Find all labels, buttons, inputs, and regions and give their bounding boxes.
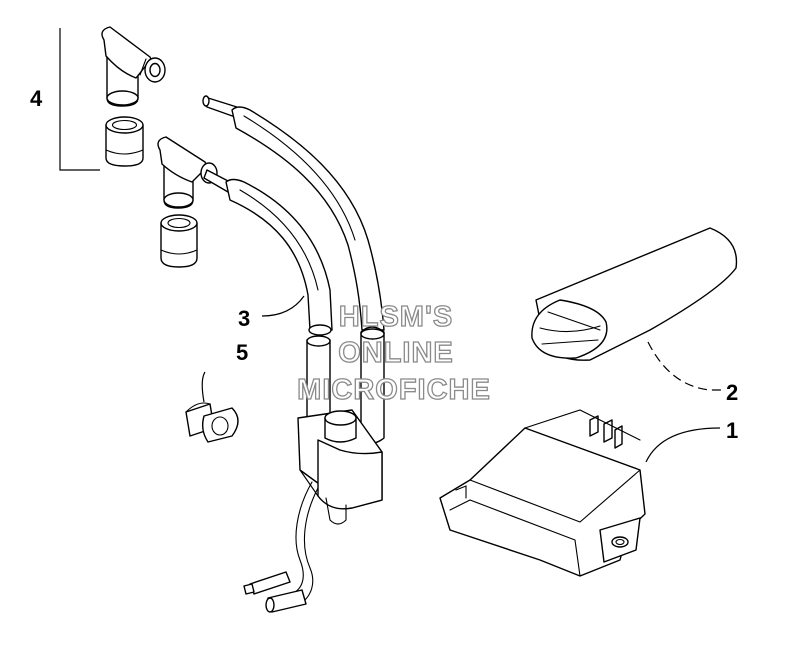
callout-4: 4 (30, 86, 43, 111)
callout-5: 5 (236, 340, 248, 365)
cdi-module (439, 409, 646, 577)
callout-2: 2 (726, 380, 738, 405)
coil-sleeve (531, 227, 738, 361)
callout-1: 1 (726, 418, 738, 443)
watermark-line-1: HLSM'S (339, 301, 453, 333)
primary-lead-wires (243, 481, 319, 613)
wire-clip (185, 402, 239, 443)
callout-3: 3 (238, 306, 250, 331)
spark-plug-boot-lower (160, 214, 198, 268)
watermark-line-2: ONLINE (338, 337, 454, 369)
watermark-line-3: MICROFICHE (297, 374, 491, 406)
high-tension-wire-rear (202, 95, 385, 444)
callout-3-leader (261, 295, 305, 317)
spark-plug-boot-upper (105, 116, 144, 167)
spark-plug-cap-upper (101, 26, 166, 107)
callout-1-leader (645, 427, 721, 463)
callout-2-leader (647, 341, 722, 391)
callout-5-leader (201, 371, 206, 403)
watermark: HLSM'S ONLINE MICROFICHE (297, 300, 491, 406)
ignition-coil (297, 409, 383, 525)
callout-4-bracket (59, 28, 100, 171)
